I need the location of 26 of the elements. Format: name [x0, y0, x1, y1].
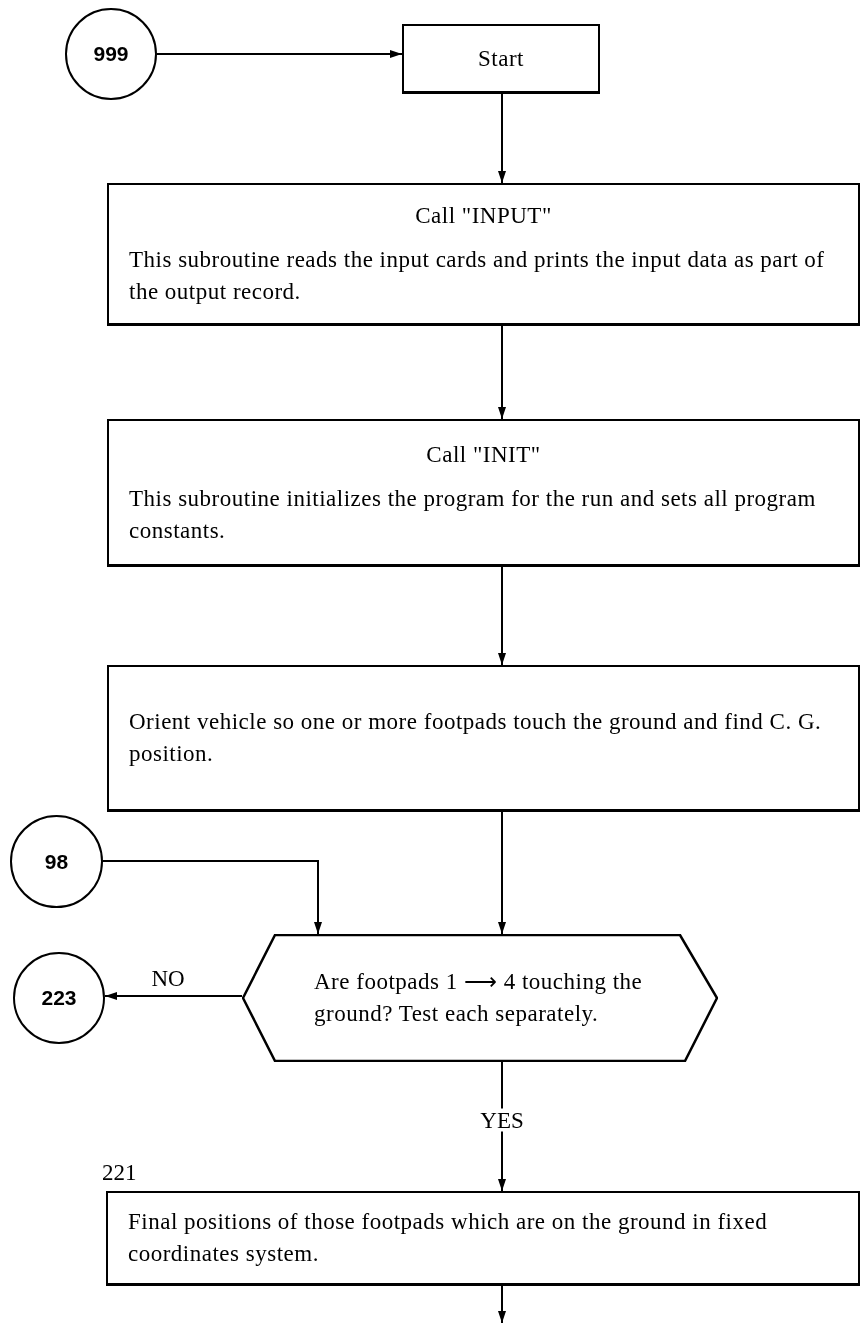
- decision-text: Are footpads 1 ⟶ 4 touching the ground? Test each separately.: [314, 968, 644, 1028]
- arrow: [104, 992, 243, 1000]
- box-heading: Call "INPUT": [414, 202, 553, 230]
- circle-label: 999: [93, 41, 129, 68]
- arrow: [498, 811, 506, 935]
- arrow: [498, 93, 506, 184]
- box-text: This subroutine reads the input cards and prints the input data as part of the output record.: [129, 246, 826, 306]
- process-box: [107, 665, 860, 812]
- process-box: [107, 183, 860, 326]
- decision-hexagon: [242, 934, 718, 1062]
- step-number: 221: [102, 1161, 137, 1184]
- box-text: This subroutine initializes the program for the run and sets all program constants.: [129, 484, 817, 545]
- circle-label: 223: [41, 985, 77, 1012]
- box-heading: Call "INIT": [425, 440, 542, 469]
- box-text: Start: [478, 44, 524, 73]
- process-box: [107, 419, 860, 567]
- circle-label: 98: [44, 848, 69, 875]
- arrow: [156, 50, 403, 58]
- arrow: [498, 566, 506, 666]
- box-text: Orient vehicle so one or more footpads touch the ground and find C. G. position.: [129, 708, 823, 768]
- process-box: [402, 24, 600, 94]
- arrow: [102, 860, 322, 935]
- arrow: [498, 1285, 506, 1324]
- box-text: Final positions of those footpads which are on the ground in fixed coordinates system.: [128, 1208, 769, 1268]
- process-box: [106, 1191, 860, 1286]
- arrow: [498, 325, 506, 420]
